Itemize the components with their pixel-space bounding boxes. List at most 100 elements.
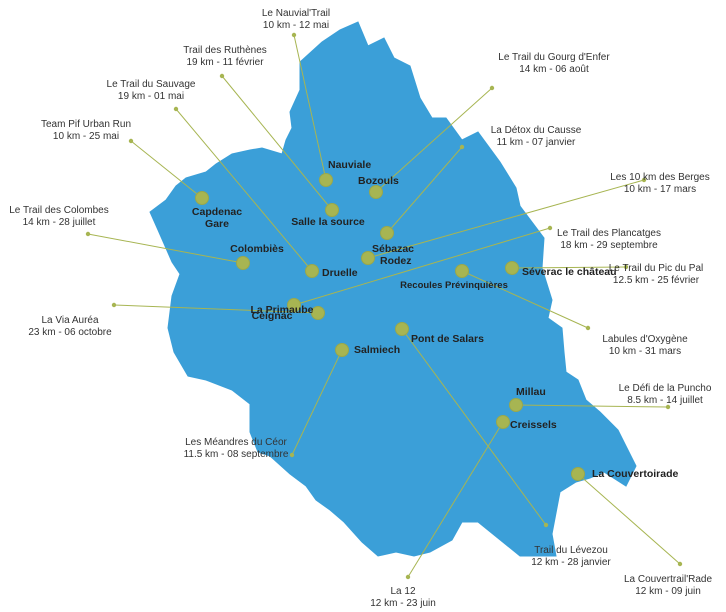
leader-line-detox: [386, 146, 463, 234]
town-label-salle: Salle la source: [291, 216, 365, 228]
leader-end-dot-aurea: [111, 302, 117, 308]
event-info-couvertrail: 12 km - 09 juin: [635, 586, 701, 597]
leader-line-aurea: [113, 304, 319, 314]
town-marker-nauviale[interactable]: [319, 173, 333, 187]
event-name-puncho[interactable]: Le Défi de la Puncho: [619, 383, 712, 394]
leader-line-berges: [367, 179, 645, 259]
town-marker-druelle[interactable]: [305, 264, 319, 278]
town-marker-salmiech[interactable]: [335, 343, 349, 357]
event-info-sauvage: 19 km - 01 mai: [118, 91, 184, 102]
event-info-aurea: 23 km - 06 octobre: [28, 327, 112, 338]
town-marker-creissels[interactable]: [496, 415, 510, 429]
event-name-meandres[interactable]: Les Méandres du Céor: [185, 437, 287, 448]
town-marker-couvertoirade[interactable]: [571, 467, 585, 481]
town-label-recoules: Recoules Prévinquières: [400, 280, 508, 291]
town-marker-primaube[interactable]: [311, 306, 325, 320]
town-label-salmiech: Salmiech: [354, 344, 400, 356]
leader-line-pif: [130, 140, 203, 199]
event-name-labules[interactable]: Labules d'Oxygène: [602, 334, 688, 345]
town-label-couvertoirade: La Couvertoirade: [592, 468, 679, 480]
leader-end-dot-la12: [405, 574, 411, 580]
town-marker-recoules[interactable]: [455, 264, 469, 278]
town-label-sebazac: Sébazac: [372, 243, 414, 255]
town-label-capdenac: Capdenac: [192, 206, 242, 218]
town-label-ceignac: Ceignac: [252, 310, 293, 322]
leader-end-dot-plancatges: [547, 225, 553, 231]
leader-line-la12: [407, 421, 504, 578]
leader-end-dot-gourg: [489, 85, 495, 91]
town-markers: [195, 173, 585, 481]
event-name-gourg[interactable]: Le Trail du Gourg d'Enfer: [498, 52, 610, 63]
leader-end-dot-colombes: [85, 231, 91, 237]
event-name-nauvial-trail[interactable]: Le Nauvial'Trail: [262, 8, 330, 19]
event-info-colombes: 14 km - 28 juillet: [23, 217, 96, 228]
event-name-couvertrail[interactable]: La Couvertrail'Rade: [624, 574, 713, 585]
leader-end-dot-puncho: [665, 404, 671, 410]
leader-end-dot-labules: [585, 325, 591, 331]
leader-end-dot-ruthenes: [219, 73, 225, 79]
event-info-la12: 12 km - 23 juin: [370, 598, 436, 609]
town-label-severac: Séverac le château: [522, 266, 617, 278]
event-info-ruthenes: 19 km - 11 février: [186, 57, 264, 68]
town-marker-severac[interactable]: [505, 261, 519, 275]
event-name-colombes[interactable]: Le Trail des Colombes: [9, 205, 109, 216]
town-marker-millau[interactable]: [509, 398, 523, 412]
event-name-ruthenes[interactable]: Trail des Ruthènes: [183, 45, 267, 56]
town-label-capdenac: Gare: [205, 218, 229, 230]
leader-line-plancatges: [293, 227, 551, 306]
event-info-berges: 10 km - 17 mars: [624, 184, 696, 195]
town-label-colombies: Colombiès: [230, 243, 284, 255]
town-marker-salle[interactable]: [325, 203, 339, 217]
town-marker-colombies[interactable]: [236, 256, 250, 270]
town-label-druelle: Druelle: [322, 267, 358, 279]
event-name-la12[interactable]: La 12: [390, 586, 415, 597]
town-marker-bozouls[interactable]: [369, 185, 383, 199]
town-label-pont: Pont de Salars: [411, 333, 484, 345]
leader-line-picpal: [511, 266, 627, 269]
event-name-pif[interactable]: Team Pif Urban Run: [41, 119, 131, 130]
event-info-pif: 10 km - 25 mai: [53, 131, 119, 142]
leader-line-meandres: [291, 349, 343, 456]
event-info-levezou: 12 km - 28 janvier: [531, 557, 611, 568]
leader-end-dot-meandres: [289, 452, 295, 458]
town-marker-capdenac[interactable]: [195, 191, 209, 205]
leader-lines: [85, 32, 683, 580]
event-name-detox[interactable]: La Détox du Causse: [491, 125, 582, 136]
leader-end-dot-couvertrail: [677, 561, 683, 567]
leader-line-colombes: [87, 233, 244, 264]
event-name-berges[interactable]: Les 10 km des Berges: [610, 172, 710, 183]
event-info-detox: 11 km - 07 janvier: [497, 137, 576, 148]
leader-end-dot-picpal: [623, 264, 629, 270]
leader-end-dot-sauvage: [173, 106, 179, 112]
event-name-plancatges[interactable]: Le Trail des Plancatges: [557, 228, 661, 239]
town-label-millau: Millau: [516, 386, 546, 398]
leader-line-puncho: [515, 404, 669, 408]
leader-line-nauvial-trail: [293, 34, 327, 181]
event-name-aurea[interactable]: La Via Auréa: [41, 315, 99, 326]
town-marker-rodez[interactable]: [361, 251, 375, 265]
town-marker-pont[interactable]: [395, 322, 409, 336]
event-name-sauvage[interactable]: Le Trail du Sauvage: [107, 79, 196, 90]
leader-line-gourg: [375, 87, 493, 193]
aveyron-department-shape: [149, 21, 637, 557]
leader-end-dot-levezou: [543, 522, 549, 528]
event-info-puncho: 8.5 km - 14 juillet: [627, 395, 703, 406]
event-name-levezou[interactable]: Trail du Lévezou: [534, 545, 608, 556]
leader-line-sauvage: [175, 108, 313, 272]
town-marker-ceignac[interactable]: [287, 298, 301, 312]
event-name-picpal[interactable]: Le Trail du Pic du Pal: [609, 263, 704, 274]
leader-end-dot-pif: [128, 138, 134, 144]
town-label-bozouls: Bozouls: [358, 175, 399, 187]
leader-line-labules: [461, 270, 589, 329]
town-label-nauviale: Nauviale: [328, 159, 371, 171]
town-label-creissels: Creissels: [510, 419, 557, 431]
town-label-primaube: La Primaube: [250, 304, 313, 316]
leader-line-levezou: [401, 328, 547, 526]
town-label-rodez: Rodez: [380, 255, 412, 267]
event-info-labules: 10 km - 31 mars: [609, 346, 681, 357]
event-info-picpal: 12.5 km - 25 février: [613, 275, 700, 286]
town-marker-sebazac[interactable]: [380, 226, 394, 240]
